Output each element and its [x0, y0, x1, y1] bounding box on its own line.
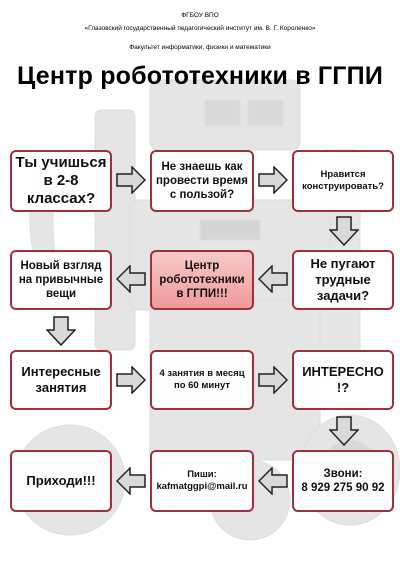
box-write-label: Пиши:	[187, 469, 217, 481]
box-free-time: Не знаешь как провести время с пользой?	[150, 150, 254, 212]
arrow-down-icon	[329, 416, 359, 446]
box-construct-text: Нравится конструировать?	[302, 169, 384, 192]
arrow-right-icon	[116, 166, 146, 194]
box-interesting-lessons: Интересные занятия	[10, 350, 112, 410]
box-call: Звони: 8 929 275 90 92	[292, 450, 394, 512]
box-grades: Ты учишься в 2-8 классах?	[10, 150, 112, 212]
box-free-time-text: Не знаешь как провести время с пользой?	[155, 160, 248, 201]
box-new-view-text: Новый взгляд на привычные вещи	[18, 259, 104, 300]
contact-email: kafmatggpi@mail.ru	[156, 481, 248, 492]
arrow-down-icon	[329, 216, 359, 246]
box-write: Пиши: kafmatggpi@mail.ru	[150, 450, 254, 512]
arrow-down-icon	[46, 316, 76, 346]
arrow-right-icon	[116, 366, 146, 394]
box-call-label: Звони:	[323, 467, 363, 480]
arrow-right-icon	[258, 366, 288, 394]
header-organization: ФГБОУ ВПО	[181, 12, 219, 19]
box-come-text: Приходи!!!	[26, 473, 96, 489]
box-hard-tasks: Не пугают трудные задачи?	[292, 250, 394, 310]
box-interested-text: ИНТЕРЕСНО !?	[302, 364, 384, 395]
arrow-left-icon	[258, 467, 288, 495]
arrow-left-icon	[116, 467, 146, 495]
arrow-left-icon	[258, 265, 288, 293]
box-grades-text: Ты учишься в 2-8 классах?	[15, 153, 107, 208]
arrow-right-icon	[258, 166, 288, 194]
box-new-view: Новый взгляд на привычные вещи	[10, 250, 112, 310]
arrow-left-icon	[116, 265, 146, 293]
box-schedule: 4 занятия в месяц по 60 минут	[150, 350, 254, 410]
page-title: Центр робототехники в ГГПИ	[16, 62, 384, 90]
box-construct: Нравится конструировать?	[292, 150, 394, 212]
box-hard-tasks-text: Не пугают трудные задачи?	[310, 256, 376, 303]
header-faculty: Факультет информатики, физики и математи…	[129, 44, 271, 51]
box-come: Приходи!!!	[10, 450, 112, 512]
box-interesting-lessons-text: Интересные занятия	[21, 364, 101, 395]
box-schedule-text: 4 занятия в месяц по 60 минут	[159, 368, 245, 391]
box-center: Центр робототехники в ГГПИ!!!	[150, 250, 254, 310]
box-center-text: Центр робототехники в ГГПИ!!!	[159, 259, 245, 300]
box-interested: ИНТЕРЕСНО !?	[292, 350, 394, 410]
contact-phone: 8 929 275 90 92	[301, 482, 385, 494]
header-institute: «Глазовский государственный педагогическ…	[84, 25, 316, 32]
